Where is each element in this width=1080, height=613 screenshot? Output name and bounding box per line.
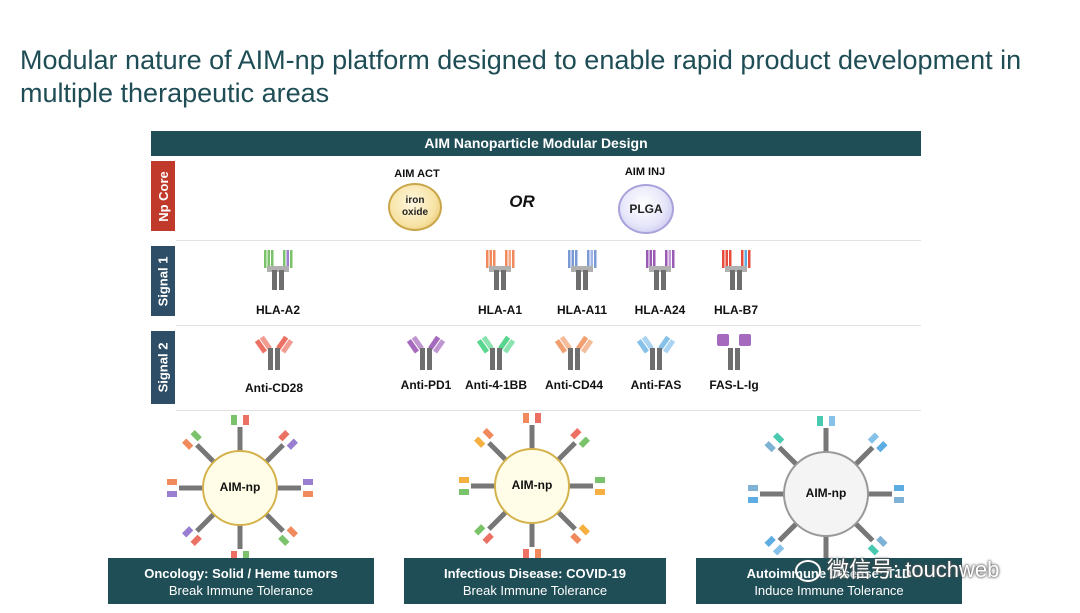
mhc-molecule-icon (646, 250, 675, 290)
core-label-aim-act: AIM ACT (394, 168, 440, 180)
antibody-icon (636, 335, 676, 370)
row-divider (176, 240, 921, 241)
wechat-watermark: 微信号: touchweb (795, 552, 999, 584)
row-tag-signal-2: Signal 2 (151, 331, 175, 404)
core-label-aim-inj: AIM INJ (624, 166, 666, 178)
signal-2-label: Anti-FAS (630, 378, 682, 392)
row-tag-signal-1: Signal 1 (151, 246, 175, 316)
signal-1-label: HLA-A1 (478, 303, 522, 317)
area-box-autoimmune: Autoimmune Disease: T1D Induce Immune To… (696, 558, 962, 604)
antibody-icon (254, 335, 294, 370)
antibody-icon (406, 335, 446, 370)
signal-1-label: HLA-A24 (634, 303, 686, 317)
signal-2-label: FAS-L-Ig (709, 378, 759, 392)
mhc-molecule-icon (722, 250, 751, 290)
nanoparticle-label: AIM-np (511, 478, 553, 492)
plga-core: PLGA (618, 184, 674, 234)
nanoparticle-label: AIM-np (805, 486, 847, 500)
antibody-icon (554, 335, 594, 370)
area-title: Oncology: Solid / Heme tumors (144, 566, 338, 581)
area-title: Infectious Disease: COVID-19 (443, 566, 627, 581)
mhc-molecule-icon (264, 250, 293, 290)
area-subtitle: Break Immune Tolerance (462, 583, 608, 598)
mhc-molecule-icon (568, 250, 597, 290)
row-divider (176, 325, 921, 326)
antibody-icon (717, 334, 751, 370)
design-banner: AIM Nanoparticle Modular Design (151, 131, 921, 156)
area-subtitle: Induce Immune Tolerance (754, 583, 904, 598)
signal-2-label: Anti-4-1BB (465, 378, 527, 392)
page-title: Modular nature of AIM-np platform design… (20, 45, 1022, 108)
area-subtitle: Break Immune Tolerance (168, 583, 314, 598)
or-text: OR (509, 192, 535, 211)
signal-2-label: Anti-CD44 (544, 378, 603, 392)
row-divider (176, 410, 921, 411)
area-title: Autoimmune Disease: T1D (746, 566, 912, 581)
mhc-molecule-icon (486, 250, 515, 290)
area-box-oncology: Oncology: Solid / Heme tumors Break Immu… (108, 558, 374, 604)
signal-2-label: Anti-PD1 (400, 378, 452, 392)
area-box-infectious: Infectious Disease: COVID-19 Break Immun… (404, 558, 666, 604)
signal-1-label: HLA-A11 (556, 303, 607, 317)
antibody-icon (476, 335, 516, 370)
signal-2-label: Anti-CD28 (244, 381, 303, 395)
row-tag-np-core: Np Core (151, 161, 175, 231)
wechat-icon (795, 560, 821, 583)
signal-1-label: HLA-A2 (256, 303, 300, 317)
signal-1-label: HLA-B7 (714, 303, 758, 317)
nanoparticle-label: AIM-np (219, 480, 261, 494)
